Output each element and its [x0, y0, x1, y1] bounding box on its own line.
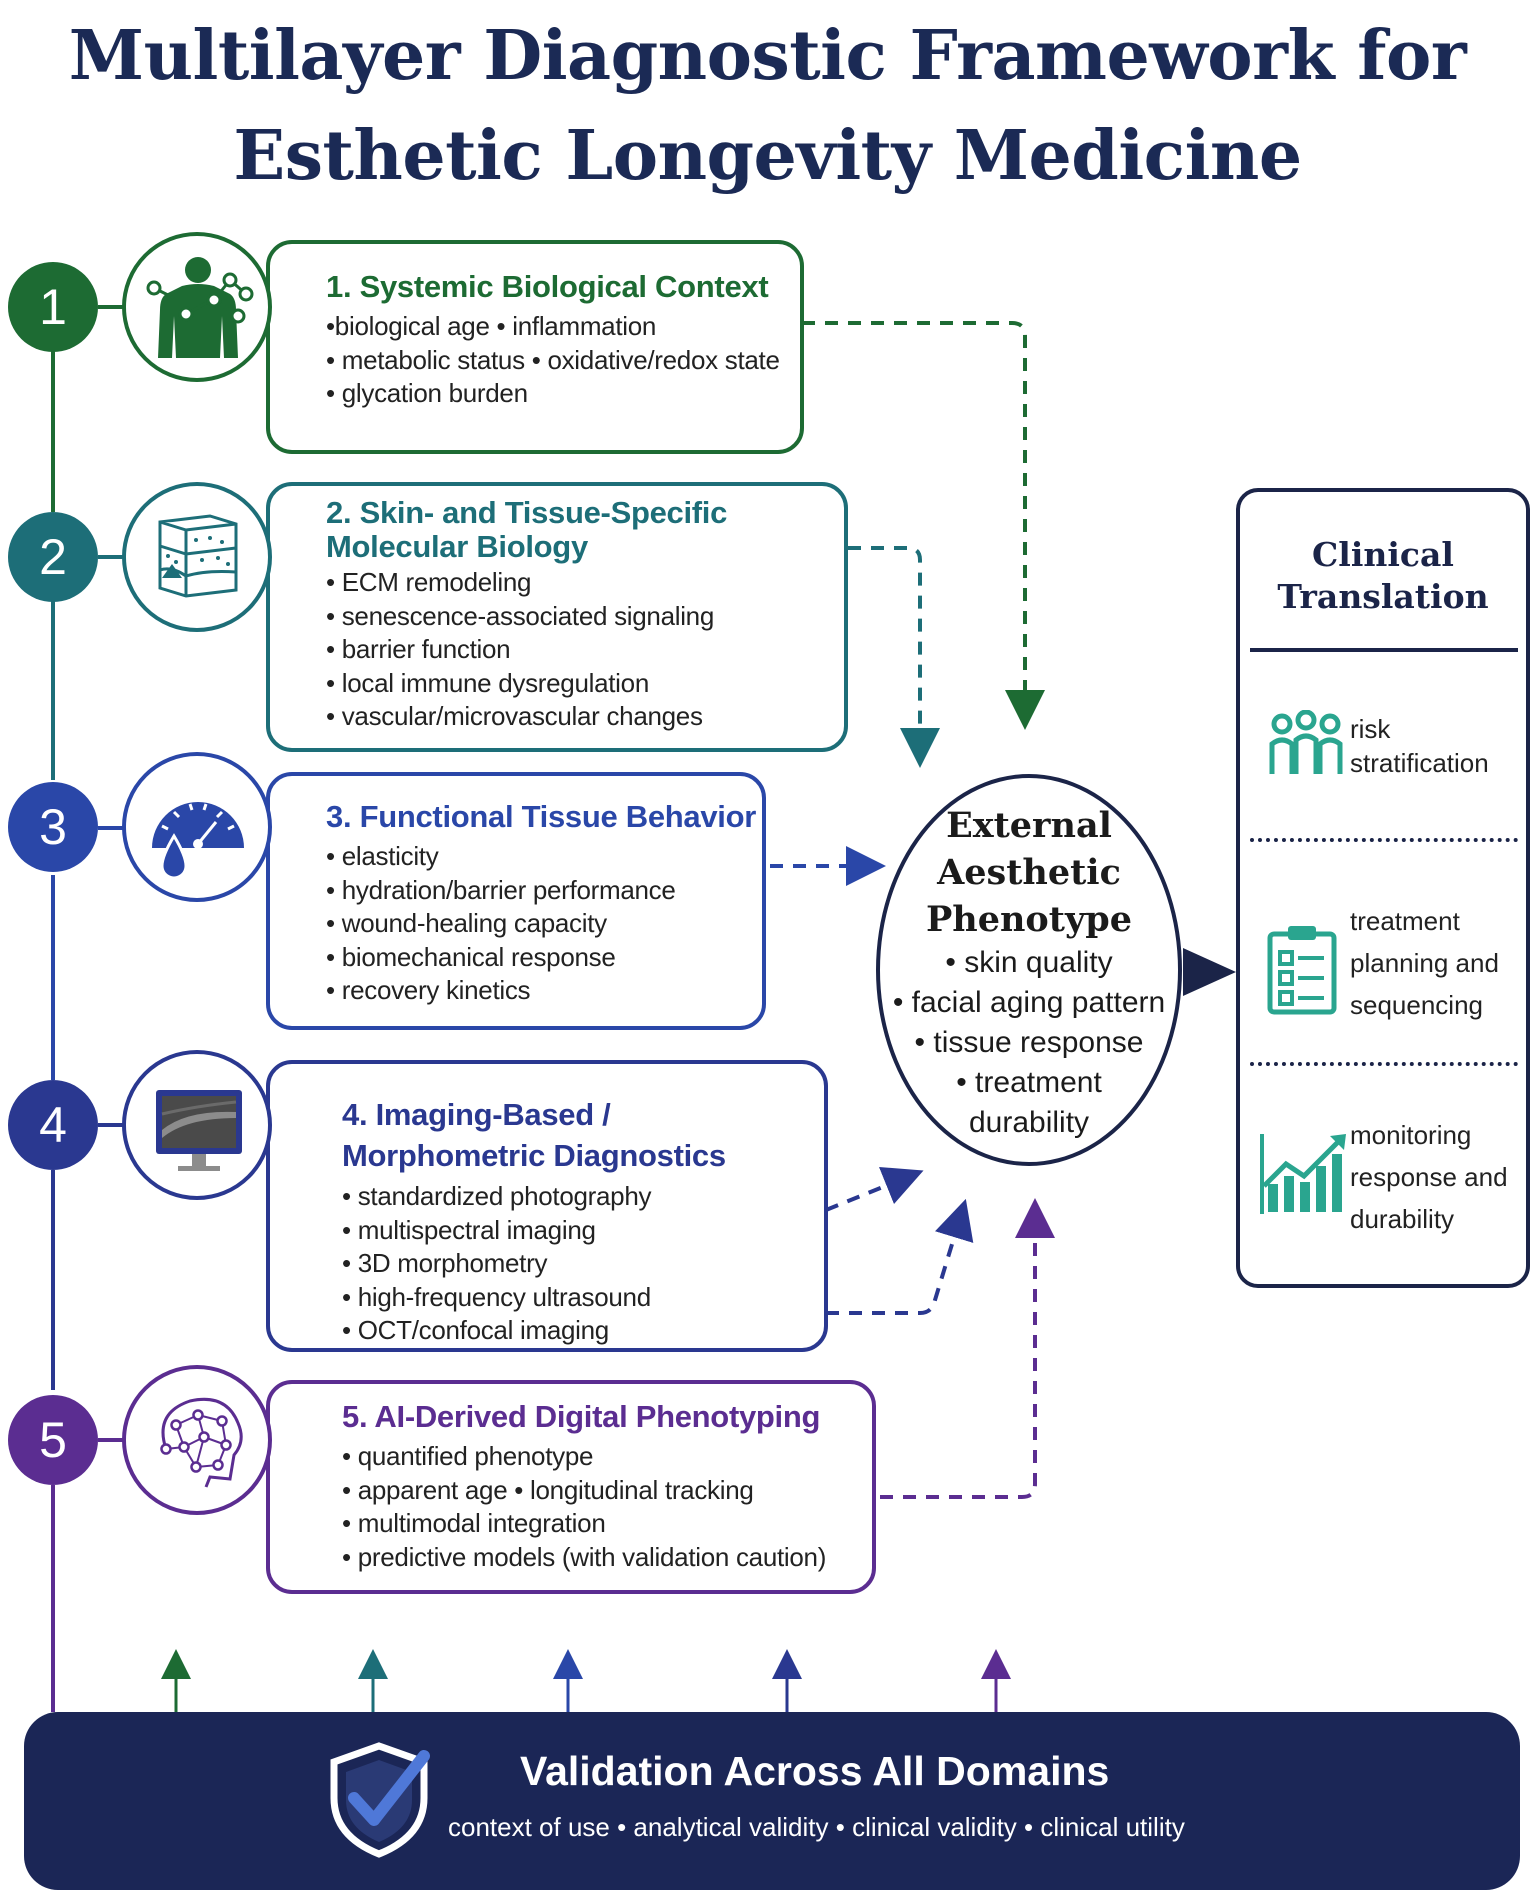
layer-4-title-line-2: Morphometric Diagnostics: [342, 1138, 726, 1173]
clipboard-checklist-icon: [1267, 926, 1337, 1015]
clinical-item-3-line: monitoring: [1350, 1120, 1472, 1150]
layer-5-title: 5. AI-Derived Digital Phenotyping: [342, 1399, 821, 1434]
validation-title: Validation Across All Domains: [520, 1748, 1110, 1794]
clinical-heading-divider: [1250, 648, 1518, 652]
layer-2-box: 2. Skin- and Tissue-Specific Molecular B…: [266, 482, 848, 752]
phenotype-item: • tissue response: [914, 1026, 1144, 1059]
layer-1-item: •biological age • inflammation: [326, 311, 657, 341]
layer-3-icon-circle: [122, 752, 272, 902]
layer-4-box: 4. Imaging-Based / Morphometric Diagnost…: [266, 1060, 828, 1352]
phenotype-item: • facial aging pattern: [892, 986, 1166, 1019]
gauge-droplet-icon: [152, 802, 244, 880]
clinical-item-2-text: treatment planning and sequencing: [1350, 900, 1499, 1026]
clinical-item-1-text: risk stratification: [1350, 712, 1489, 780]
layer-4-item: • high-frequency ultrasound: [342, 1281, 651, 1312]
phenotype-title-line-1: External: [946, 805, 1112, 846]
layer-5-item: • apparent age • longitudinal tracking: [342, 1474, 754, 1505]
people-group-icon: [1269, 710, 1343, 774]
layer-2-item: • local immune dysregulation: [326, 667, 649, 698]
clinical-item-3-line: response and: [1350, 1162, 1508, 1192]
human-body-network-icon: [146, 257, 254, 358]
layer-4-item: • 3D morphometry: [342, 1248, 548, 1278]
clinical-divider-2: [1250, 1062, 1518, 1066]
layer-4-item: • multispectral imaging: [342, 1214, 596, 1245]
phenotype-title-line-2: Aesthetic: [937, 852, 1121, 893]
clinical-item-1-line: risk: [1350, 714, 1391, 744]
title-line-2: Esthetic Longevity Medicine: [233, 116, 1302, 196]
clinical-divider-1: [1250, 838, 1518, 842]
layer-3-number: 3: [8, 782, 98, 872]
phenotype-item: • treatment: [956, 1066, 1102, 1099]
layer-5-item: • quantified phenotype: [342, 1441, 594, 1471]
layer-1-title: 1. Systemic Biological Context: [326, 269, 769, 304]
layer-4-number: 4: [8, 1080, 98, 1170]
layer-3-title: 3. Functional Tissue Behavior: [326, 799, 757, 834]
layer-1-box: 1. Systemic Biological Context •biologic…: [266, 240, 804, 454]
layer-2-number: 2: [8, 512, 98, 602]
skin-layers-icon: [158, 514, 238, 598]
clinical-translation-panel: Clinical Translation risk stratification…: [1236, 488, 1530, 1288]
clinical-item-2-line: planning and: [1350, 948, 1499, 978]
layer-5-number: 5: [8, 1395, 98, 1485]
clinical-heading-line-1: Clinical: [1312, 535, 1454, 574]
clinical-heading: Clinical Translation: [1240, 534, 1526, 618]
layer-1-item: • glycation burden: [326, 378, 528, 408]
layer-3-item: • wound-healing capacity: [326, 908, 607, 938]
page-title: Multilayer Diagnostic Framework for Esth…: [0, 6, 1535, 206]
layer-1-icon-circle: [122, 232, 272, 382]
layer-4-icon-circle: [122, 1050, 272, 1200]
validation-bar: Validation Across All Domains context of…: [24, 1712, 1520, 1890]
phenotype-oval: External Aesthetic Phenotype • skin qual…: [876, 774, 1182, 1166]
layer-2-icon-circle: [122, 482, 272, 632]
layer-2-item: • senescence-associated signaling: [326, 600, 714, 631]
layer-3-item: • hydration/barrier performance: [326, 874, 676, 905]
layer-3-item: • recovery kinetics: [326, 975, 531, 1005]
neural-network-head-icon: [160, 1397, 243, 1488]
layer-2-title-line-2: Molecular Biology: [326, 529, 588, 564]
clinical-item-1-line: stratification: [1350, 748, 1489, 778]
layer-1-number: 1: [8, 262, 98, 352]
phenotype-title-line-3: Phenotype: [925, 899, 1133, 940]
layer-2-item: • barrier function: [326, 634, 511, 664]
monitor-imaging-icon: [156, 1090, 242, 1171]
phenotype-item: durability: [968, 1106, 1090, 1139]
layer-5-box: 5. AI-Derived Digital Phenotyping • quan…: [266, 1380, 876, 1594]
validation-subtitle: context of use • analytical validity • c…: [448, 1812, 1185, 1842]
clinical-item-3-text: monitoring response and durability: [1350, 1114, 1508, 1240]
layer-2-title-line-1: 2. Skin- and Tissue-Specific: [326, 495, 728, 530]
clinical-heading-line-2: Translation: [1277, 577, 1489, 616]
clinical-item-2-line: sequencing: [1350, 990, 1483, 1020]
layer-4-item: • OCT/confocal imaging: [342, 1315, 609, 1345]
phenotype-item: • skin quality: [945, 946, 1113, 979]
layer-5-item: • multimodal integration: [342, 1508, 606, 1538]
title-line-1: Multilayer Diagnostic Framework for: [68, 16, 1467, 96]
layer-3-item: • elasticity: [326, 841, 439, 871]
clinical-item-3-line: durability: [1350, 1204, 1455, 1234]
layer-2-title: 2. Skin- and Tissue-Specific Molecular B…: [326, 496, 844, 564]
layer-4-title-line-1: 4. Imaging-Based /: [342, 1097, 611, 1132]
layer-2-item: • ECM remodeling: [326, 567, 532, 597]
growth-chart-icon: [1260, 1134, 1346, 1214]
layer-3-box: 3. Functional Tissue Behavior • elastici…: [266, 772, 766, 1030]
layer-1-item: • metabolic status • oxidative/redox sta…: [326, 344, 780, 375]
layer-2-item: • vascular/microvascular changes: [326, 701, 703, 731]
layer-4-title: 4. Imaging-Based / Morphometric Diagnost…: [342, 1094, 824, 1176]
layer-4-item: • standardized photography: [342, 1181, 652, 1211]
shield-check-icon: [330, 1742, 430, 1858]
layer-5-item: • predictive models (with validation cau…: [342, 1541, 827, 1572]
layer-3-item: • biomechanical response: [326, 941, 616, 972]
clinical-item-2-line: treatment: [1350, 906, 1460, 936]
layer-5-icon-circle: [122, 1365, 272, 1515]
